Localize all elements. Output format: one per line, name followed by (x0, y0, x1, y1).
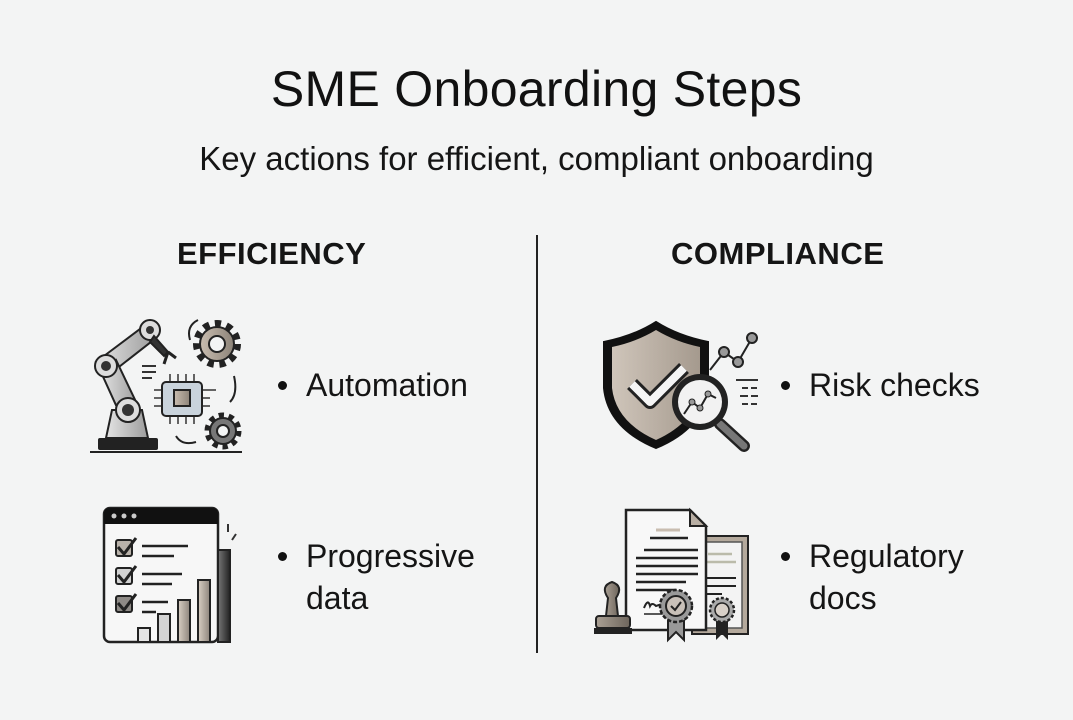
documents-stamp-seal-icon (594, 507, 749, 643)
bullet-icon (781, 381, 790, 390)
regulatory-docs-label: Regulatory docs (809, 538, 964, 616)
compliance-heading: COMPLIANCE (671, 236, 885, 271)
regulatory-docs-item: Regulatory docs (781, 535, 964, 619)
bullet-icon (781, 552, 790, 561)
progressive-data-item: Progressive data (278, 535, 475, 619)
progressive-data-label: Progressive data (306, 538, 475, 616)
page-title: SME Onboarding Steps (270, 61, 803, 117)
bullet-icon (278, 552, 287, 561)
efficiency-heading: EFFICIENCY (177, 236, 367, 271)
automation-item: Automation (278, 364, 468, 406)
robot-arm-chip-gears-icon (90, 319, 242, 453)
bullet-icon (278, 381, 287, 390)
checklist-bar-chart-icon (102, 506, 237, 644)
risk-checks-label: Risk checks (809, 367, 980, 403)
risk-checks-item: Risk checks (781, 364, 980, 406)
shield-magnifier-icon (603, 320, 758, 452)
page-subtitle: Key actions for efficient, compliant onb… (199, 140, 874, 177)
automation-label: Automation (306, 367, 468, 403)
column-divider (536, 235, 538, 653)
